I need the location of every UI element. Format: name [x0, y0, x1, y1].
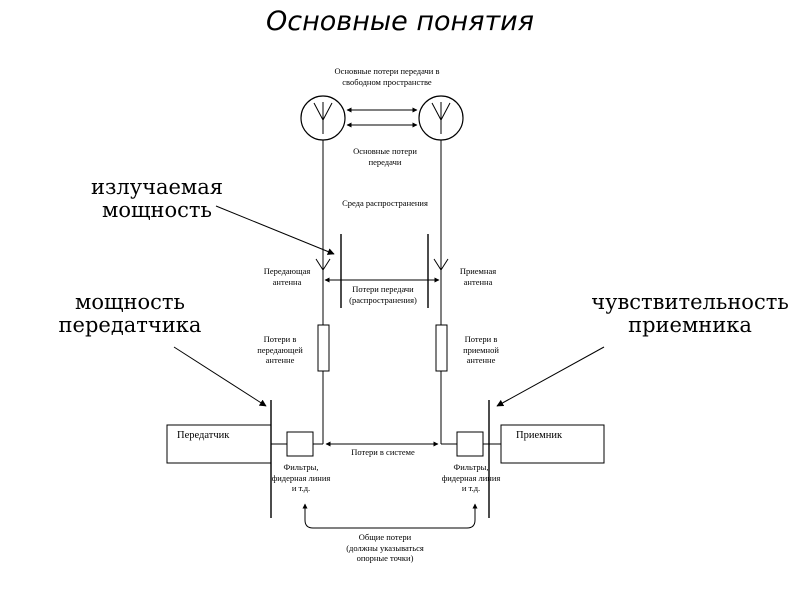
rx-antenna-loss-label: Потери в приемной антенне [463, 334, 499, 365]
tx-antenna-label: Передающая антенна [263, 266, 311, 287]
radiated-power-callout: излучаемая мощность [90, 175, 224, 222]
propagation-loss-label: Потери передачи (распространения) [349, 284, 417, 305]
total-loss-bracket [302, 503, 478, 529]
slide-title: Основные понятия [266, 6, 534, 37]
tx-filter-box [286, 431, 314, 457]
system-loss-label: Потери в системе [351, 447, 415, 457]
tx-antenna-symbol-top [300, 95, 346, 141]
rx-filter-box [456, 431, 484, 457]
transmitter-label: Передатчик [177, 430, 230, 441]
tx-antenna-loss-label: Потери в передающей антенне [257, 334, 303, 365]
medium-label: Среда распространения [342, 198, 428, 208]
total-loss-label: Общие потери (должны указываться опорные… [346, 532, 424, 563]
transmitter-power-arrow [173, 346, 267, 407]
free-space-loss-label: Основные потери передачи в свободном про… [334, 66, 440, 87]
tx-antenna-loss-box [317, 324, 330, 372]
receiver-sensitivity-callout: чувствительность приемника [591, 290, 789, 337]
transmitter-power-callout: мощность передатчика [58, 290, 202, 337]
receiver-box [500, 424, 605, 464]
rx-antenna-loss-box [435, 324, 448, 372]
basic-loss-label: Основные потери передачи [353, 146, 417, 167]
receiver-sensitivity-arrow [496, 346, 605, 407]
rx-filters-label: Фильтры, фидерная линия и т.д. [441, 462, 501, 493]
radiated-power-arrow [215, 205, 335, 255]
rx-antenna-symbol-top [418, 95, 464, 141]
rx-antenna-label: Приемная антенна [459, 266, 497, 287]
receiver-label: Приемник [516, 430, 563, 441]
tx-filters-label: Фильтры, фидерная линия и т.д. [271, 462, 331, 493]
